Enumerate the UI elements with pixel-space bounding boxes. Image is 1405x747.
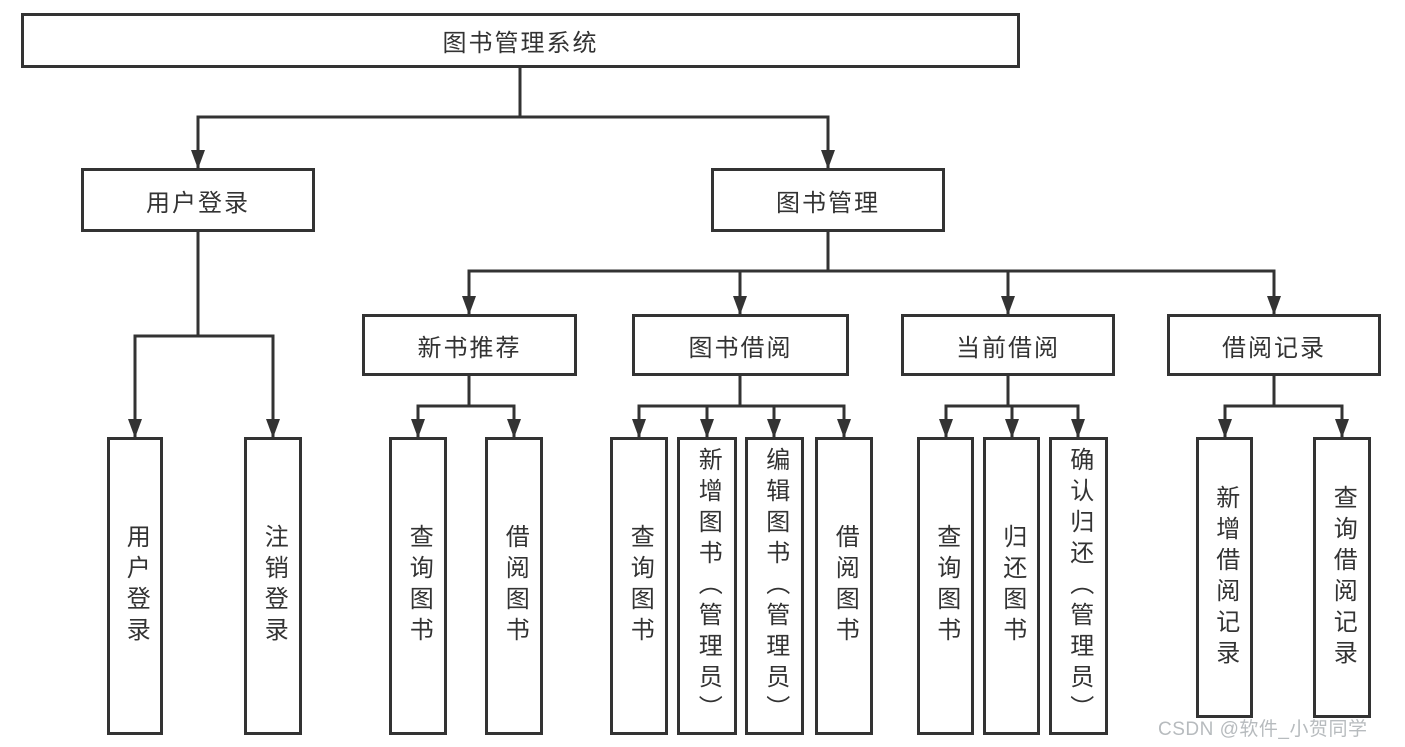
leaf-user-login: 用户登录: [107, 437, 163, 735]
leaf-borrow-books: 借阅图书: [815, 437, 873, 735]
leaf-confirm-return-admin: 确认归还（管理员）: [1049, 437, 1108, 735]
node-book-management: 图书管理: [711, 168, 945, 232]
leaf-borrow-books: 借阅图书: [485, 437, 543, 735]
leaf-query-books: 查询图书: [389, 437, 447, 735]
csdn-watermark: CSDN @软件_小贺同学: [1158, 719, 1368, 740]
leaf-query-books: 查询图书: [917, 437, 974, 735]
node-borrowing-records: 借阅记录: [1167, 314, 1381, 376]
node-label: 图书管理: [776, 189, 880, 217]
node-book-borrowing: 图书借阅: [632, 314, 849, 376]
node-label: 用户登录: [146, 189, 250, 217]
leaf-edit-books-admin: 编辑图书（管理员）: [745, 437, 804, 735]
node-label: 用户登录: [122, 524, 150, 648]
leaf-query-books: 查询图书: [610, 437, 668, 735]
node-library-management-system: 图书管理系统: [21, 13, 1020, 68]
node-label: 借阅图书: [831, 524, 859, 648]
node-label: 新增图书（管理员）: [694, 446, 722, 726]
node-label: 图书借阅: [688, 334, 793, 362]
node-label: 确认归还（管理员）: [1065, 446, 1093, 726]
node-label: 新增借阅记录: [1211, 484, 1239, 671]
node-label: 当前借阅: [956, 334, 1060, 362]
node-new-book-recommendation: 新书推荐: [362, 314, 577, 376]
leaf-logout: 注销登录: [244, 437, 302, 735]
node-label: 归还图书: [998, 524, 1026, 648]
node-label: 查询借阅记录: [1329, 484, 1357, 671]
leaf-add-books-admin: 新增图书（管理员）: [677, 437, 737, 735]
node-label: 查询图书: [932, 524, 960, 648]
node-label: 借阅图书: [501, 524, 529, 648]
node-label: 新书推荐: [417, 334, 522, 362]
leaf-return-books: 归还图书: [983, 437, 1040, 735]
node-label: 编辑图书（管理员）: [761, 446, 789, 726]
node-label: 注销登录: [260, 524, 288, 648]
node-current-borrowing: 当前借阅: [901, 314, 1115, 376]
leaf-add-borrow-record: 新增借阅记录: [1196, 437, 1253, 718]
node-label: 查询图书: [626, 524, 654, 648]
node-label: 图书管理系统: [442, 30, 599, 57]
node-label: 借阅记录: [1222, 334, 1326, 362]
node-label: 查询图书: [405, 524, 433, 648]
node-user-login: 用户登录: [81, 168, 315, 232]
leaf-query-borrow-record: 查询借阅记录: [1313, 437, 1371, 718]
